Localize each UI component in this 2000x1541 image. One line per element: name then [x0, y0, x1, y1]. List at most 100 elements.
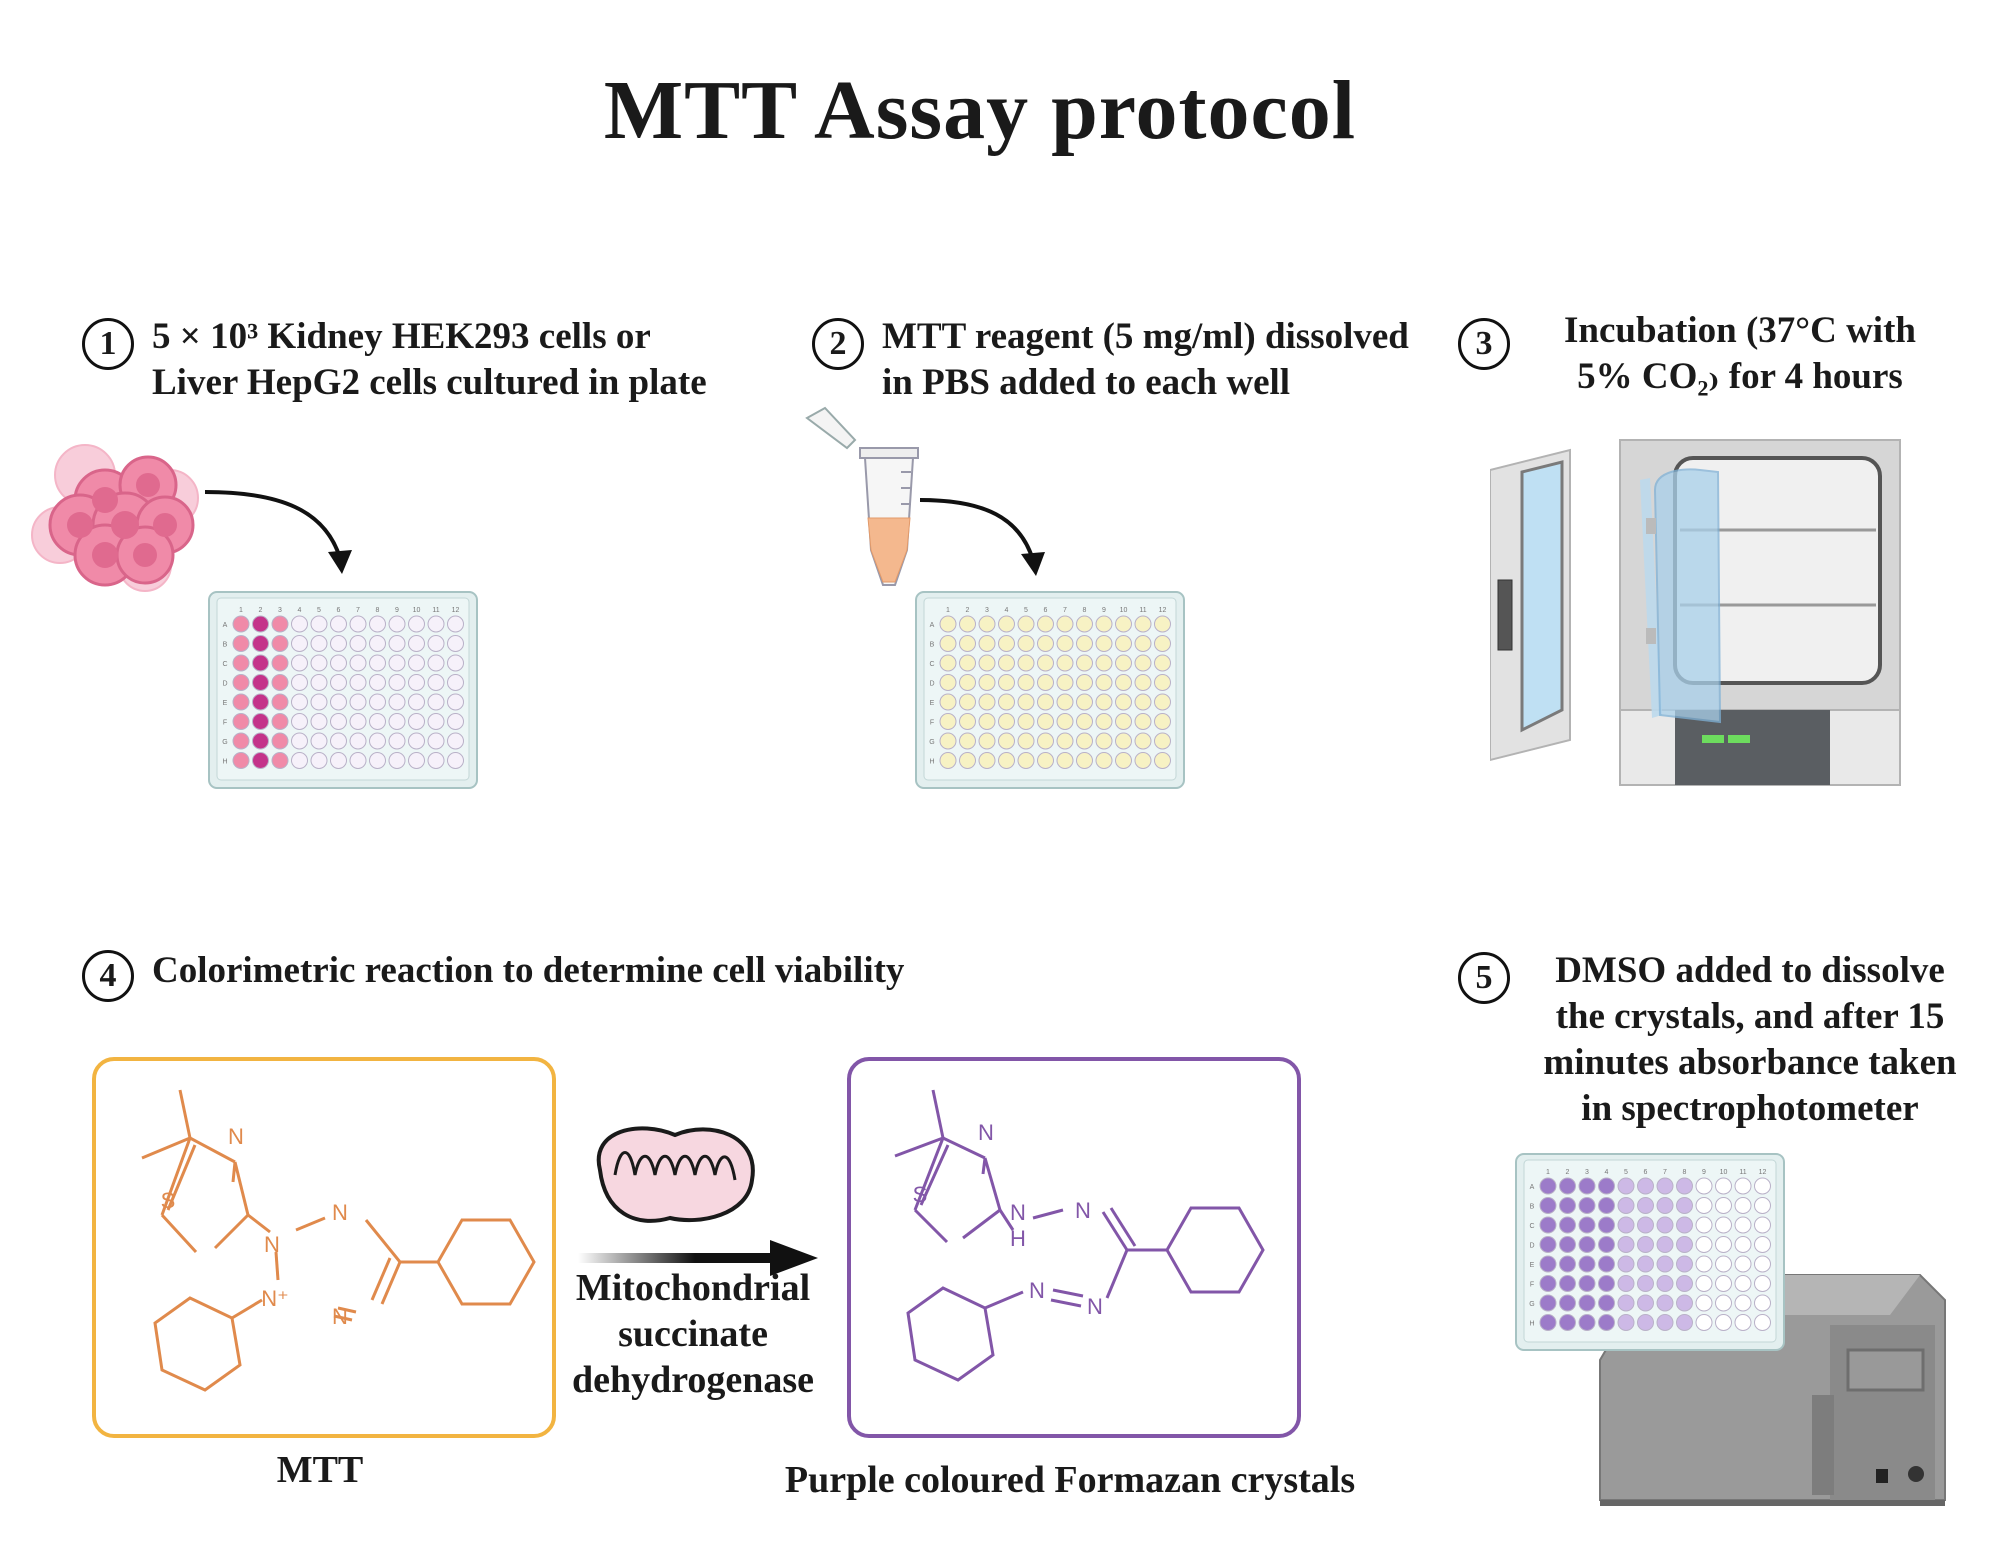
- plate-well: [1539, 1314, 1557, 1331]
- plate-well: [939, 615, 957, 633]
- plate-well: [408, 713, 425, 730]
- step-5-line2: the crystals, and after 15: [1555, 996, 1945, 1037]
- plate-well: [252, 693, 269, 711]
- plate-well: [1017, 752, 1035, 769]
- plate-well: [408, 693, 425, 711]
- plate-well: [1539, 1255, 1557, 1273]
- plate-well: [427, 674, 445, 691]
- plate-well: [388, 713, 406, 730]
- plate-well: [427, 615, 445, 633]
- plate-well: [447, 635, 464, 652]
- plate-well: [998, 732, 1015, 750]
- plate-well: [1598, 1236, 1615, 1253]
- plate-well: [1695, 1255, 1713, 1273]
- plate-well: [369, 713, 386, 730]
- plate-well: [388, 635, 406, 652]
- plate-column-label: 8: [376, 607, 380, 614]
- plate-well: [271, 635, 289, 652]
- plate-well: [232, 732, 250, 750]
- plate-well: [1115, 713, 1132, 730]
- plate-well: [1017, 674, 1035, 691]
- plate-well: [1656, 1314, 1674, 1331]
- plate-well: [447, 713, 464, 730]
- plate-column-label: 3: [1585, 1169, 1589, 1176]
- plate-row-label: H: [929, 759, 934, 766]
- plate-well: [1617, 1197, 1635, 1214]
- plate-well: [1598, 1177, 1615, 1195]
- step-1-line1: 5 × 10³ Kidney HEK293 cells or: [152, 316, 651, 357]
- step-3-line2: 5% CO₂₎ for 4 hours: [1577, 356, 1903, 397]
- plate-well: [1559, 1314, 1576, 1331]
- plate-well: [252, 732, 269, 750]
- plate-well: [1539, 1275, 1557, 1292]
- plate-well: [998, 713, 1015, 730]
- plate-column-label: 8: [1683, 1169, 1687, 1176]
- formazan-atom-n3: N: [1075, 1198, 1091, 1223]
- plate-well: [1037, 674, 1054, 691]
- plate-well: [1134, 635, 1152, 652]
- plate-well: [959, 635, 976, 652]
- plate-well: [1734, 1197, 1752, 1214]
- plate-well: [1559, 1294, 1576, 1312]
- plate-well: [330, 654, 347, 672]
- plate-well: [1017, 693, 1035, 711]
- plate-well: [291, 674, 308, 691]
- plate-well: [1656, 1177, 1674, 1195]
- mtt-molecule-structure: N S N N N⁺ N: [141, 1089, 536, 1392]
- plate-well: [252, 635, 269, 652]
- enzyme-label: Mitochondrial succinate dehydrogenase: [548, 1265, 838, 1403]
- plate-well: [978, 693, 996, 711]
- plate-well: [1154, 732, 1171, 750]
- plate-well: [291, 752, 308, 769]
- plate-well: [369, 654, 386, 672]
- step-3-line1: Incubation (37°C with: [1564, 310, 1916, 351]
- plate-well: [1695, 1275, 1713, 1292]
- plate-well: [1134, 693, 1152, 711]
- step-2-line1: MTT reagent (5 mg/ml) dissolved: [882, 316, 1409, 357]
- page-title: MTT Assay protocol: [603, 64, 1357, 157]
- plate-well: [1578, 1255, 1596, 1273]
- plate-well: [1095, 674, 1113, 691]
- plate-column-label: 12: [452, 607, 460, 614]
- step-5-line1: DMSO added to dissolve: [1555, 950, 1945, 991]
- plate-well: [1154, 752, 1171, 769]
- transfer-arrow-1: [204, 490, 352, 574]
- plate-well: [1095, 654, 1113, 672]
- plate-well: [959, 713, 976, 730]
- step-2-line2: in PBS added to each well: [882, 362, 1291, 403]
- plate-well: [330, 732, 347, 750]
- plate-well: [1715, 1216, 1732, 1234]
- step-5-text: DMSO added to dissolve the crystals, and…: [1530, 948, 1970, 1132]
- plate-well: [1115, 674, 1132, 691]
- plate-well: [1617, 1275, 1635, 1292]
- plate-well: [939, 635, 957, 652]
- plate-column-label: 12: [1759, 1169, 1767, 1176]
- plate-well: [1154, 713, 1171, 730]
- plate-well: [1578, 1275, 1596, 1292]
- mtt-atom-n3: N: [332, 1200, 348, 1225]
- plate-well: [1154, 635, 1171, 652]
- plate-row-label: G: [222, 739, 227, 746]
- plate-well: [271, 752, 289, 769]
- plate-well: [1656, 1255, 1674, 1273]
- plate-well: [1715, 1255, 1732, 1273]
- plate-well: [1578, 1236, 1596, 1253]
- plate-well: [1715, 1177, 1732, 1195]
- plate-well: [252, 713, 269, 730]
- plate-well: [939, 674, 957, 691]
- plate-well: [1134, 732, 1152, 750]
- plate-well: [1734, 1255, 1752, 1273]
- plate-well: [1754, 1275, 1771, 1292]
- plate-well: [388, 693, 406, 711]
- plate-well: [1056, 654, 1074, 672]
- plate-well: [1637, 1236, 1654, 1253]
- plate-well: [1154, 654, 1171, 672]
- step-3-text: Incubation (37°C with 5% CO₂₎ for 4 hour…: [1530, 308, 1950, 400]
- step-5-line3: minutes absorbance taken: [1543, 1042, 1957, 1083]
- incubator-icon: [1490, 439, 1901, 786]
- plate-well: [1095, 732, 1113, 750]
- plate-well: [427, 654, 445, 672]
